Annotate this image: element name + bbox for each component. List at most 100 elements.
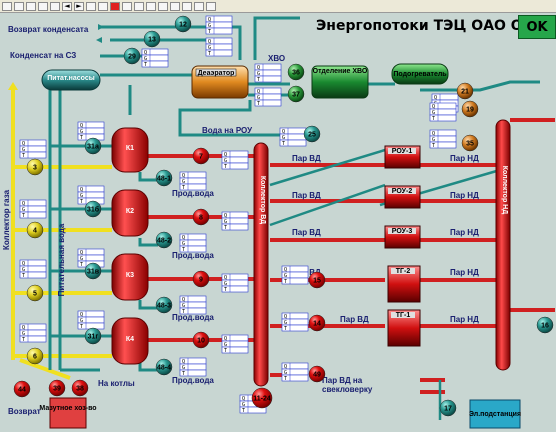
toolbar-button[interactable] — [158, 1, 168, 11]
toolbar-button[interactable] — [170, 1, 180, 11]
fuel-oil-unit[interactable] — [49, 397, 87, 429]
khvo-unit[interactable] — [311, 65, 369, 99]
feed-pumps-tank[interactable] — [41, 69, 101, 91]
node-label: 13 — [148, 37, 156, 44]
value-table-row-label: Q — [224, 336, 227, 342]
node-44[interactable]: 44 — [13, 380, 31, 398]
node-7[interactable]: 7 — [192, 147, 210, 165]
node-9[interactable]: 9 — [192, 270, 210, 288]
toolbar-button[interactable] — [38, 1, 48, 11]
value-table-row-label: T — [80, 135, 83, 141]
toolbar-button[interactable] — [206, 1, 216, 11]
prod-water-label-2: Прод.вода — [172, 251, 214, 260]
rou-3-label: РОУ-3 — [392, 228, 413, 235]
node-48-2[interactable]: 48-2 — [155, 231, 173, 249]
toolbar: ◄ ► — [0, 0, 556, 13]
node-8[interactable]: 8 — [192, 208, 210, 226]
toolbar-button[interactable] — [86, 1, 96, 11]
node-48-1[interactable]: 48-1 — [155, 169, 173, 187]
boiler-k4[interactable]: К4 — [111, 317, 149, 365]
node-label: 11-24 — [253, 396, 271, 403]
node-31g[interactable]: 31г — [84, 327, 102, 345]
rou-2-unit[interactable]: РОУ-2 — [384, 185, 421, 209]
value-table-row-label: Q — [432, 131, 435, 137]
toolbar-button[interactable] — [146, 1, 156, 11]
node-19[interactable]: 19 — [461, 100, 479, 118]
value-table-row-label: Q — [284, 314, 287, 320]
node-4[interactable]: 4 — [26, 221, 44, 239]
value-table-row-label: G — [144, 56, 147, 62]
value-table-row-label: T — [22, 153, 25, 159]
node-21[interactable]: 21 — [456, 82, 474, 100]
boiler-k2[interactable]: К2 — [111, 189, 149, 237]
toolbar-button[interactable] — [14, 1, 24, 11]
value-table: QGT — [179, 171, 207, 191]
node-25[interactable]: 25 — [303, 125, 321, 143]
lp-collector[interactable] — [495, 119, 511, 371]
value-table-row-label: T — [22, 337, 25, 343]
toolbar-button[interactable] — [26, 1, 36, 11]
value-table-row-label: Q — [144, 50, 147, 56]
prod-water-label-3: Прод.вода — [172, 313, 214, 322]
toolbar-button[interactable] — [98, 1, 108, 11]
node-39[interactable]: 39 — [48, 379, 66, 397]
back-arrow-icon[interactable]: ◄ — [62, 1, 72, 11]
value-table-row-label: T — [282, 141, 285, 147]
toolbar-button[interactable] — [50, 1, 60, 11]
value-table: QGT — [429, 102, 457, 122]
node-10[interactable]: 10 — [192, 331, 210, 349]
toolbar-button[interactable] — [182, 1, 192, 11]
substation-unit[interactable] — [469, 399, 521, 429]
value-table-row-label: T — [432, 143, 435, 149]
node-48-3[interactable]: 48-3 — [155, 296, 173, 314]
turbine-tg2[interactable]: ТГ-2 — [387, 265, 421, 303]
node-37[interactable]: 37 — [287, 85, 305, 103]
hp-collector[interactable] — [253, 142, 269, 387]
node-label: 10 — [197, 338, 205, 345]
value-table-row-label: T — [144, 62, 147, 68]
node-31v[interactable]: 31в — [84, 262, 102, 280]
forward-arrow-icon[interactable]: ► — [74, 1, 84, 11]
node-15[interactable]: 15 — [308, 271, 326, 289]
node-3[interactable]: 3 — [26, 158, 44, 176]
node-12[interactable]: 12 — [174, 15, 192, 33]
toolbar-button[interactable] — [194, 1, 204, 11]
node-36[interactable]: 36 — [287, 63, 305, 81]
node-label: 48-4 — [157, 365, 171, 372]
value-table-row-label: G — [432, 110, 435, 116]
heater-unit[interactable] — [391, 63, 449, 85]
node-49[interactable]: 49 — [308, 365, 326, 383]
value-table-row-label: G — [22, 147, 25, 153]
boiler-k1[interactable]: К1 — [111, 127, 149, 173]
stop-icon[interactable] — [110, 1, 120, 11]
value-table-row-label: G — [80, 318, 83, 324]
value-table-row-label: Q — [182, 297, 185, 303]
ok-button[interactable]: OK — [518, 15, 556, 39]
turbine-tg1[interactable]: ТГ-1 — [387, 309, 421, 347]
value-table-row-label: T — [224, 225, 227, 231]
node-31a[interactable]: 31а — [84, 137, 102, 155]
rou-1-unit[interactable]: РОУ-1 — [384, 145, 421, 169]
node-5[interactable]: 5 — [26, 284, 44, 302]
node-16[interactable]: 16 — [536, 316, 554, 334]
node-38[interactable]: 38 — [71, 379, 89, 397]
rou-3-unit[interactable]: РОУ-3 — [384, 225, 421, 249]
condensate-return-label: Возврат конденсата — [8, 25, 89, 34]
node-14[interactable]: 14 — [308, 314, 326, 332]
value-table-row-label: G — [182, 365, 185, 371]
boiler-k3[interactable]: К3 — [111, 253, 149, 301]
toolbar-button[interactable] — [134, 1, 144, 11]
node-31b[interactable]: 31б — [84, 200, 102, 218]
node-48-4[interactable]: 48-4 — [155, 358, 173, 376]
toolbar-button[interactable] — [122, 1, 132, 11]
node-35[interactable]: 35 — [461, 134, 479, 152]
node-29[interactable]: 29 — [123, 47, 141, 65]
node-13[interactable]: 13 — [143, 30, 161, 48]
value-table-row-label: Q — [80, 123, 83, 129]
node-label: 49 — [313, 372, 321, 379]
toolbar-button[interactable] — [2, 1, 12, 11]
node-6[interactable]: 6 — [26, 347, 44, 365]
node-17[interactable]: 17 — [439, 399, 457, 417]
node-11-24[interactable]: 11-24 — [251, 387, 273, 409]
value-table-row-label: G — [224, 219, 227, 225]
